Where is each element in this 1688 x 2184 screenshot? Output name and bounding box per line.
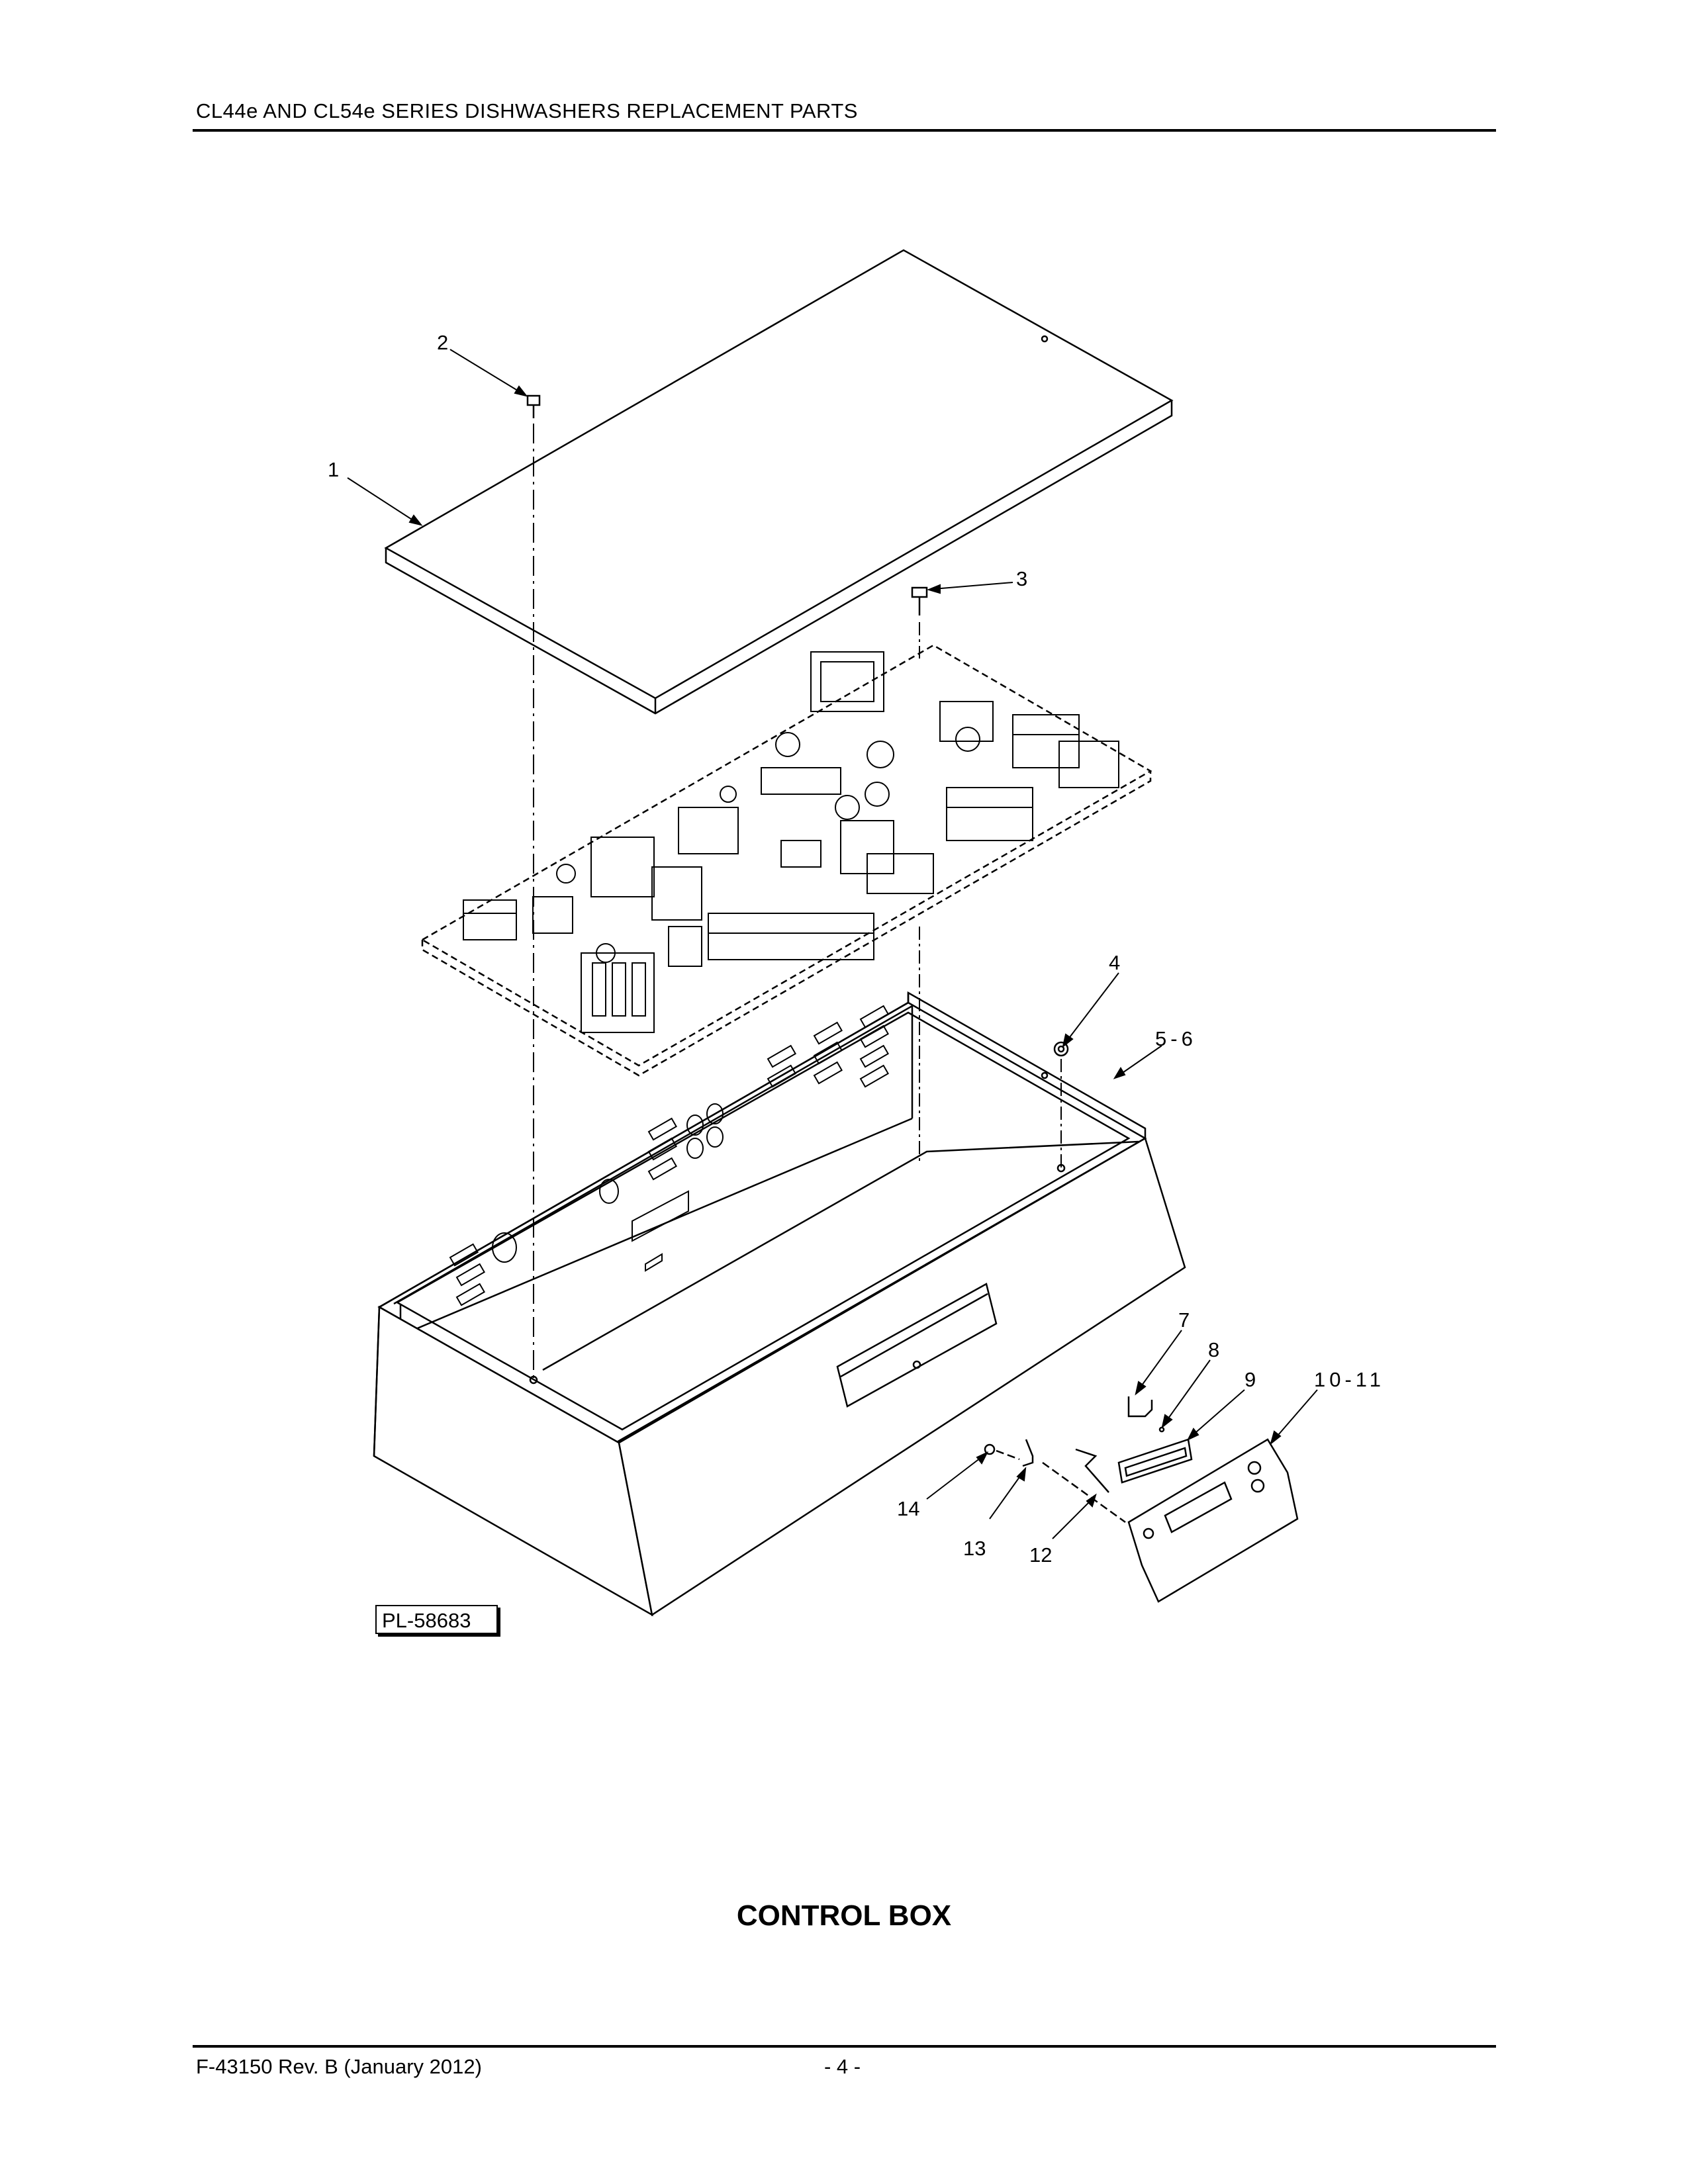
callout-13: 13 [963, 1537, 986, 1560]
page-header-title: CL44e AND CL54e SERIES DISHWASHERS REPLA… [196, 99, 858, 122]
nut-part-4 [1053, 1041, 1069, 1057]
callout-4: 4 [1109, 951, 1120, 974]
callout-3: 3 [1016, 567, 1027, 590]
callout-2: 2 [437, 331, 448, 354]
diagram-title: CONTROL BOX [736, 1899, 952, 1932]
callout-12: 12 [1029, 1543, 1052, 1567]
callout-1: 1 [328, 458, 339, 481]
cover-panel [384, 249, 1174, 715]
footer-rule [193, 2045, 1496, 2048]
callout-labels: 1 2 3 4 5-6 7 8 9 10-11 12 13 14 [328, 331, 1385, 1567]
screw-part-2 [526, 394, 541, 418]
screw-part-3 [911, 586, 928, 615]
footer-doc-id: F-43150 Rev. B (January 2012) [196, 2055, 482, 2078]
control-box-housing [373, 991, 1186, 1617]
callout-14: 14 [897, 1497, 919, 1520]
callout-8: 8 [1208, 1338, 1219, 1361]
footer-page-number: - 4 - [824, 2055, 861, 2078]
callout-7: 7 [1178, 1308, 1190, 1332]
circuit-board [420, 644, 1152, 1077]
callout-leaders [347, 349, 1318, 1539]
drawing-reference: PL-58683 [375, 1605, 498, 1634]
callout-5-6: 5-6 [1155, 1027, 1197, 1050]
header-rule [193, 129, 1496, 132]
keypad-assembly [984, 1396, 1299, 1603]
callout-9: 9 [1244, 1368, 1256, 1391]
callout-10-11: 10-11 [1314, 1368, 1385, 1391]
